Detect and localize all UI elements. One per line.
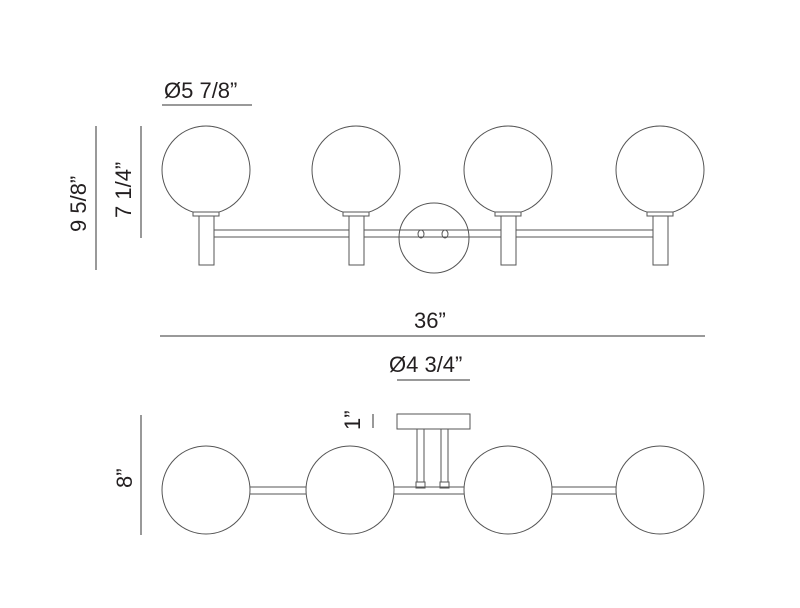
canopy-diameter-label: Ø4 3/4” — [389, 352, 463, 377]
globe-unit-2 — [311, 125, 401, 266]
globe-unit-4 — [615, 125, 705, 266]
top-globe-4 — [615, 445, 705, 535]
top-view — [140, 379, 705, 535]
canopy — [396, 413, 471, 430]
front-view — [95, 104, 705, 337]
top-globe-3 — [463, 445, 553, 535]
overall-width-label: 36” — [414, 308, 446, 333]
overall-height-label: 9 5/8” — [66, 175, 91, 232]
canopy-height-label: 1” — [340, 410, 365, 430]
globe-diameter-label: Ø5 7/8” — [164, 78, 238, 103]
backplate-circle — [398, 202, 470, 274]
post — [440, 428, 449, 486]
screw — [417, 229, 425, 239]
top-globe-2 — [305, 445, 395, 535]
globe-height-label: 7 1/4” — [111, 161, 136, 218]
globe-unit-3 — [463, 125, 553, 266]
top-globe-1 — [161, 445, 251, 535]
post — [416, 428, 425, 486]
top-arm-bar — [250, 486, 618, 495]
depth-label: 8” — [112, 468, 137, 488]
globe-unit-1 — [161, 125, 251, 266]
screw — [441, 229, 449, 239]
